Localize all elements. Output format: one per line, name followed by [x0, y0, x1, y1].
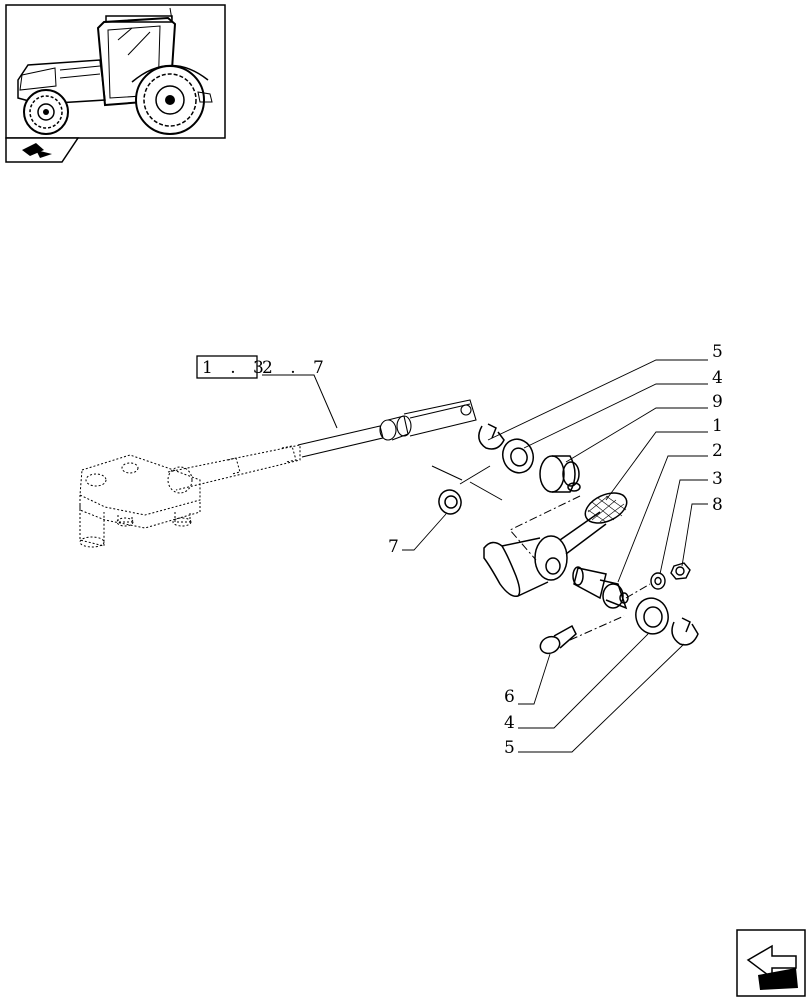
part-4-washer-upper[interactable]: [498, 435, 538, 477]
assembly-dashed-lines: [509, 495, 651, 641]
callout-4-lower[interactable]: 4: [504, 713, 515, 733]
callout-6[interactable]: 6: [504, 687, 515, 707]
callout-2[interactable]: 2: [712, 441, 723, 461]
next-page-button[interactable]: [736, 929, 806, 997]
part-3-washer-small[interactable]: [650, 572, 666, 590]
callout-numbers: 5 4 9 1 2 3 8 7 6 4 5: [388, 342, 723, 758]
turn-arrow-icon: [746, 944, 798, 990]
callout-leaders: [402, 359, 708, 753]
part-6-bolt[interactable]: [538, 624, 577, 656]
reference-suffix-text: 2 . 7: [262, 358, 330, 378]
reference-box-text: 1 . 3: [202, 358, 270, 378]
reference-leader-line: [262, 374, 338, 429]
callout-4-upper[interactable]: 4: [712, 368, 723, 388]
callout-7[interactable]: 7: [388, 537, 399, 557]
part-2-pin[interactable]: [572, 566, 629, 610]
control-rod: [297, 399, 477, 458]
part-9-bushing[interactable]: [539, 455, 581, 493]
callout-9[interactable]: 9: [712, 392, 723, 412]
part-5-clip-lower[interactable]: [671, 617, 699, 646]
callout-5-upper[interactable]: 5: [712, 342, 723, 362]
callout-8[interactable]: 8: [712, 495, 723, 515]
part-1-pedal[interactable]: [483, 487, 631, 597]
callout-5-lower[interactable]: 5: [504, 738, 515, 758]
part-8-nut[interactable]: [670, 562, 691, 580]
part-5-clip-upper[interactable]: [478, 423, 505, 450]
callout-3[interactable]: 3: [712, 469, 723, 489]
reference-label[interactable]: 1 . 3 2 . 7: [196, 355, 338, 429]
callout-1[interactable]: 1: [712, 416, 723, 436]
arrow-book-icon: [22, 143, 52, 158]
part-4-washer-lower[interactable]: [632, 594, 672, 637]
pedal-bracket-dotted: [79, 444, 301, 548]
section-cut-lines: [431, 465, 503, 501]
reference-box: [196, 355, 258, 379]
tractor-thumbnail[interactable]: [5, 4, 226, 139]
section-tab[interactable]: [5, 137, 80, 163]
part-7-washer[interactable]: [436, 488, 463, 517]
